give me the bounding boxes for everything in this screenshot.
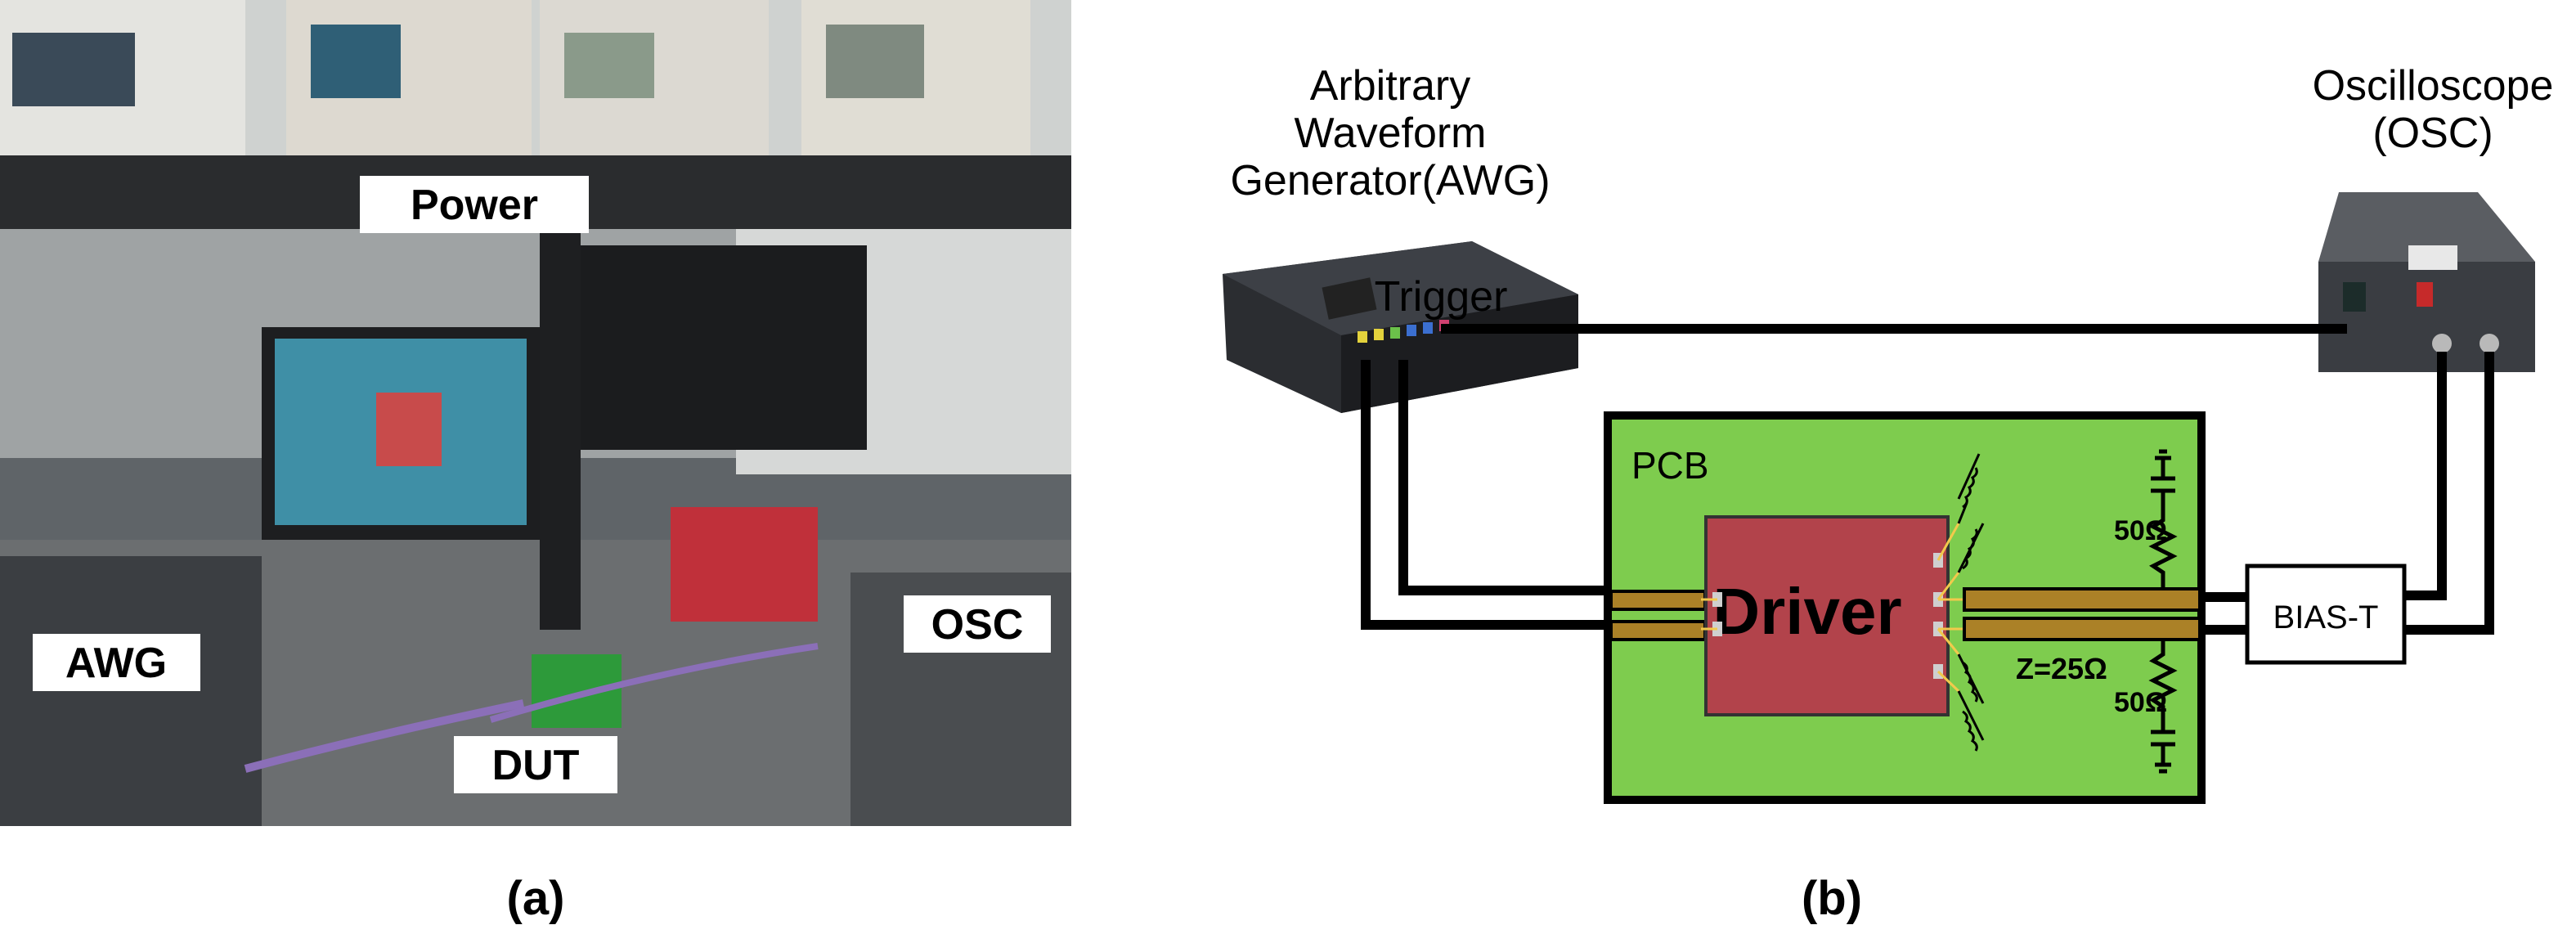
bias-t-box [2245, 564, 2407, 665]
svg-text:Oscilloscope: Oscilloscope [2313, 62, 2554, 110]
oscilloscope-device-icon [2318, 192, 2535, 372]
bias-t-label: BIAS-T [2273, 599, 2379, 635]
impedance-label: Z=25Ω [2016, 652, 2107, 685]
output-trace-1 [1963, 587, 2201, 612]
photo-label-dut: DUT [454, 736, 617, 793]
block-diagram: Arbitrary Waveform Generator(AWG) Oscill… [1223, 62, 2554, 804]
pcb-label: PCB [1631, 444, 1709, 487]
awg-cable-1 [1361, 360, 1608, 630]
cables [1361, 324, 2494, 635]
microscope [540, 221, 581, 630]
output-trace-2 [1963, 617, 2201, 641]
osc-cable-1 [2404, 352, 2447, 600]
driver-chip [1704, 515, 1950, 716]
input-trace-2 [1609, 620, 1707, 641]
osc-title: Oscilloscope (OSC) [2313, 62, 2554, 157]
svg-text:OSC: OSC [931, 601, 1024, 649]
lab-setup-photo: Power AWG DUT OSC [0, 0, 1071, 826]
photo-label-awg: AWG [33, 634, 200, 691]
dut-board [532, 654, 622, 728]
photo-label-power: Power [360, 176, 589, 233]
panel-b-label: (b) [1802, 872, 1862, 925]
svg-text:Arbitrary: Arbitrary [1310, 62, 1470, 110]
bond-wires [1701, 523, 1963, 693]
resistor-top-label: 50Ω [2114, 515, 2167, 546]
resistor-top-icon [2148, 449, 2178, 589]
input-trace-1 [1609, 590, 1707, 611]
trigger-label: Trigger [1375, 273, 1508, 321]
svg-text:Waveform: Waveform [1295, 110, 1487, 157]
awg-cable-2 [1398, 360, 1608, 595]
svg-text:DUT: DUT [492, 742, 580, 789]
resistor-bottom-icon [2148, 640, 2178, 774]
svg-text:(OSC): (OSC) [2372, 110, 2493, 157]
driver-label: Driver [1712, 575, 1901, 648]
svg-text:Power: Power [411, 182, 538, 229]
panel-a-label: (a) [507, 872, 565, 925]
svg-text:Generator(AWG): Generator(AWG) [1230, 157, 1550, 204]
photo-label-osc: OSC [904, 595, 1051, 653]
osc-cable-2 [2404, 352, 2494, 635]
power-supplies [0, 0, 1030, 155]
resistor-bottom-label: 50Ω [2114, 687, 2167, 718]
monitor [262, 245, 867, 540]
svg-text:AWG: AWG [65, 640, 167, 687]
inductor-icons [1957, 453, 1985, 752]
awg-title: Arbitrary Waveform Generator(AWG) [1230, 62, 1550, 204]
